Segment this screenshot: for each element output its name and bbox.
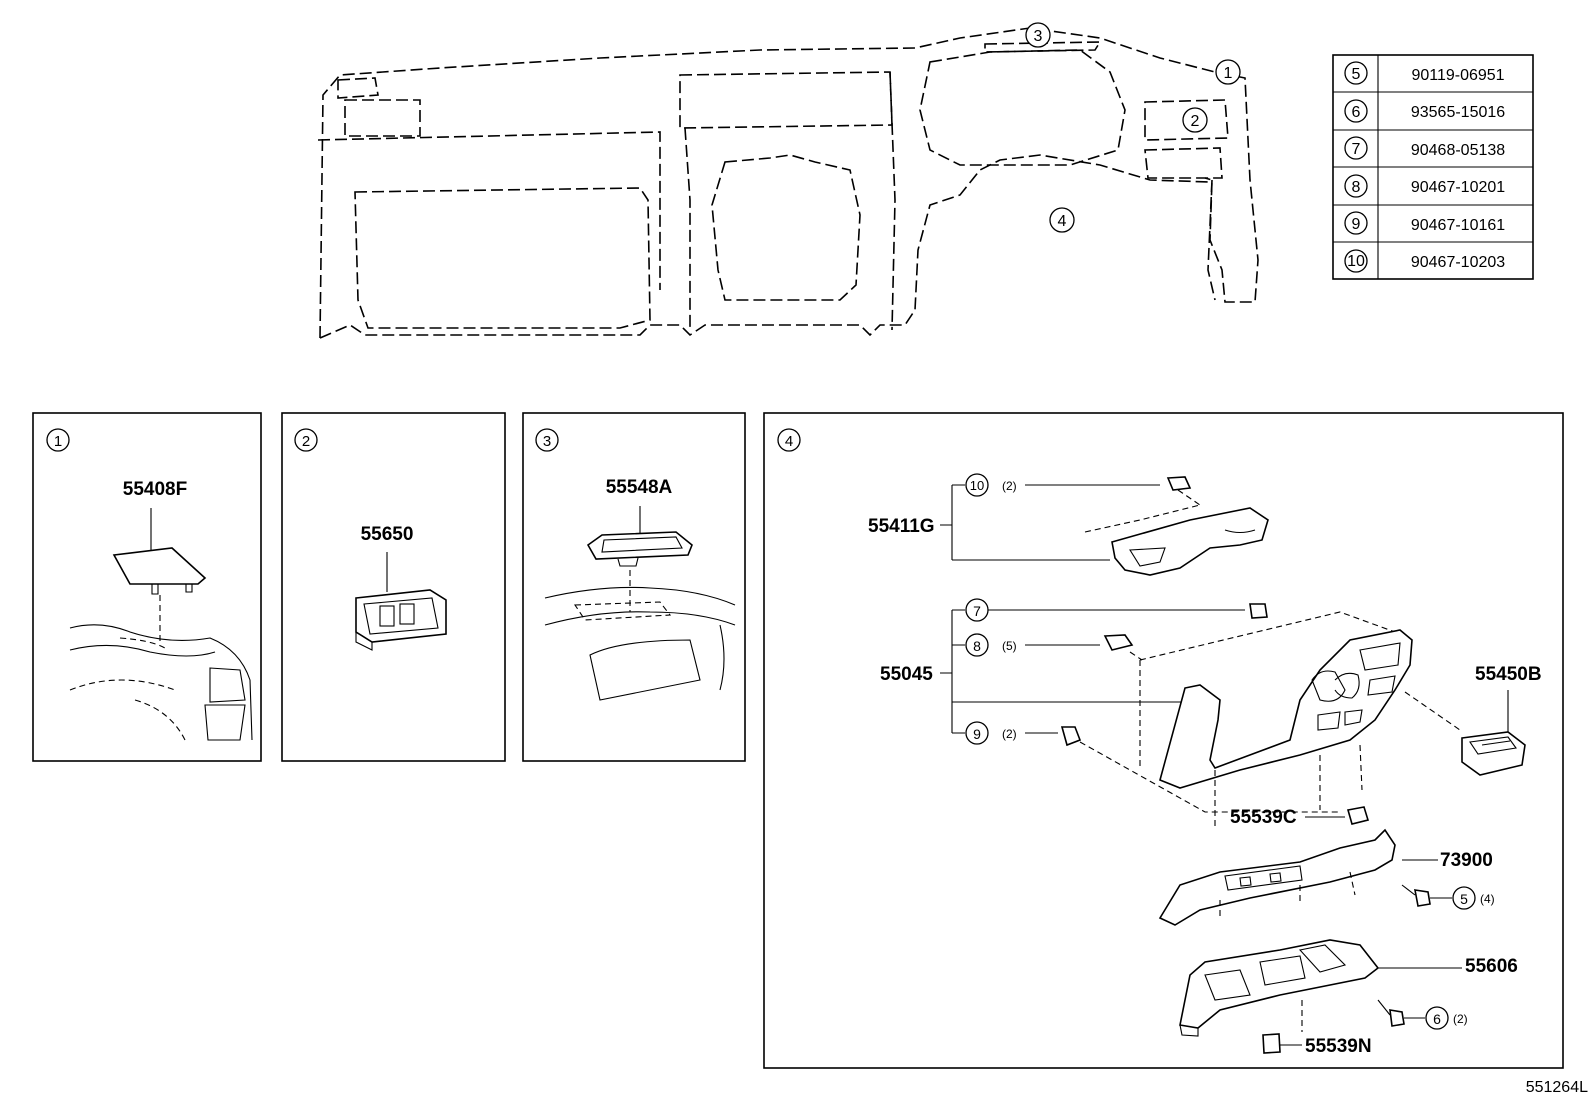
part-55450B-vent <box>1461 731 1526 776</box>
detail-panel-2: 2 55650 <box>281 412 506 762</box>
panel-3-marker: 3 <box>543 433 551 450</box>
part-label-55450B: 55450B <box>1475 664 1542 685</box>
table-row: 8 90467-10201 <box>1344 174 1505 198</box>
detail-panel-1: 1 55408F <box>32 412 262 762</box>
table-part-number: 90467-10203 <box>1411 254 1505 271</box>
marker-2-label: 2 <box>1191 113 1200 130</box>
callout-9: 9 <box>973 726 981 742</box>
table-key: 6 <box>1352 104 1361 121</box>
marker-4-callout <box>1049 207 1075 233</box>
screw-6 <box>1389 1009 1405 1027</box>
callout-10: 10 <box>970 478 984 493</box>
part-label-55408F: 55408F <box>123 479 187 500</box>
callout-5-qty: (4) <box>1480 892 1495 906</box>
panel-4-marker: 4 <box>785 433 793 450</box>
table-part-number: 90468-05138 <box>1411 142 1505 159</box>
table-key: 5 <box>1352 66 1361 83</box>
table-part-number: 90467-10161 <box>1411 217 1505 234</box>
callout-8-qty: (5) <box>1002 639 1017 653</box>
callout-6: 6 <box>1433 1011 1441 1027</box>
part-55548A-bezel <box>586 531 693 560</box>
screw-5 <box>1414 889 1431 907</box>
part-55539C-clip <box>1346 806 1370 825</box>
clip-10 <box>1166 476 1192 491</box>
clip-8 <box>1103 634 1134 651</box>
table-row: 7 90468-05138 <box>1344 136 1505 160</box>
detail-panel-3: 3 55548A <box>522 412 746 762</box>
table-part-number: 90467-10201 <box>1411 179 1505 196</box>
clip-7 <box>1249 603 1268 619</box>
table-row: 6 93565-15016 <box>1344 99 1505 123</box>
table-row: 9 90467-10161 <box>1344 211 1505 235</box>
part-label-55411G: 55411G <box>868 516 935 537</box>
marker-3-callout <box>1025 22 1051 48</box>
part-55045-lower-panel <box>1159 629 1413 789</box>
callout-7: 7 <box>973 603 981 619</box>
table-key: 8 <box>1352 179 1361 196</box>
panel-1-marker: 1 <box>54 433 62 450</box>
table-part-number: 93565-15016 <box>1411 104 1505 121</box>
part-label-55650: 55650 <box>361 524 414 545</box>
panel-2-marker: 2 <box>302 433 310 450</box>
parts-table: 5 90119-06951 6 93565-15016 7 90468-0513… <box>1332 54 1534 280</box>
callout-9-qty: (2) <box>1002 727 1017 741</box>
part-label-55539C: 55539C <box>1230 807 1297 828</box>
marker-3-label: 3 <box>1034 28 1043 45</box>
part-55411G-panel <box>1111 507 1269 576</box>
marker-4-label: 4 <box>1058 213 1067 230</box>
part-label-55606: 55606 <box>1465 956 1518 977</box>
callout-6-qty: (2) <box>1453 1012 1468 1026</box>
part-55408F-cover <box>112 547 207 585</box>
detail-panel-4: 4 55411G 10 (2) 55045 7 8 (5) 9 (2) <box>763 412 1564 1069</box>
callout-10-qty: (2) <box>1002 479 1017 493</box>
part-55606-tray <box>1179 939 1380 1029</box>
part-73900-tray <box>1158 828 1396 926</box>
table-key: 9 <box>1352 216 1361 233</box>
marker-1-callout <box>1215 59 1241 85</box>
part-label-55045: 55045 <box>880 664 933 685</box>
part-label-55539N: 55539N <box>1305 1036 1372 1057</box>
callout-8: 8 <box>973 638 981 654</box>
table-row: 10 90467-10203 <box>1344 249 1505 273</box>
marker-2-callout <box>1182 107 1208 133</box>
callout-5: 5 <box>1460 891 1468 907</box>
part-label-55548A: 55548A <box>606 477 673 498</box>
table-key: 10 <box>1347 253 1365 270</box>
part-label-73900: 73900 <box>1440 850 1493 871</box>
clip-9 <box>1060 726 1082 747</box>
part-55539N-clip <box>1262 1033 1281 1054</box>
marker-1-label: 1 <box>1224 65 1233 82</box>
table-part-number: 90119-06951 <box>1411 67 1504 84</box>
table-row: 5 90119-06951 <box>1344 61 1505 85</box>
figure-id: 551264L <box>1526 1079 1588 1096</box>
dashboard-overview: 3 1 2 4 <box>317 22 1259 339</box>
table-key: 7 <box>1352 141 1361 158</box>
